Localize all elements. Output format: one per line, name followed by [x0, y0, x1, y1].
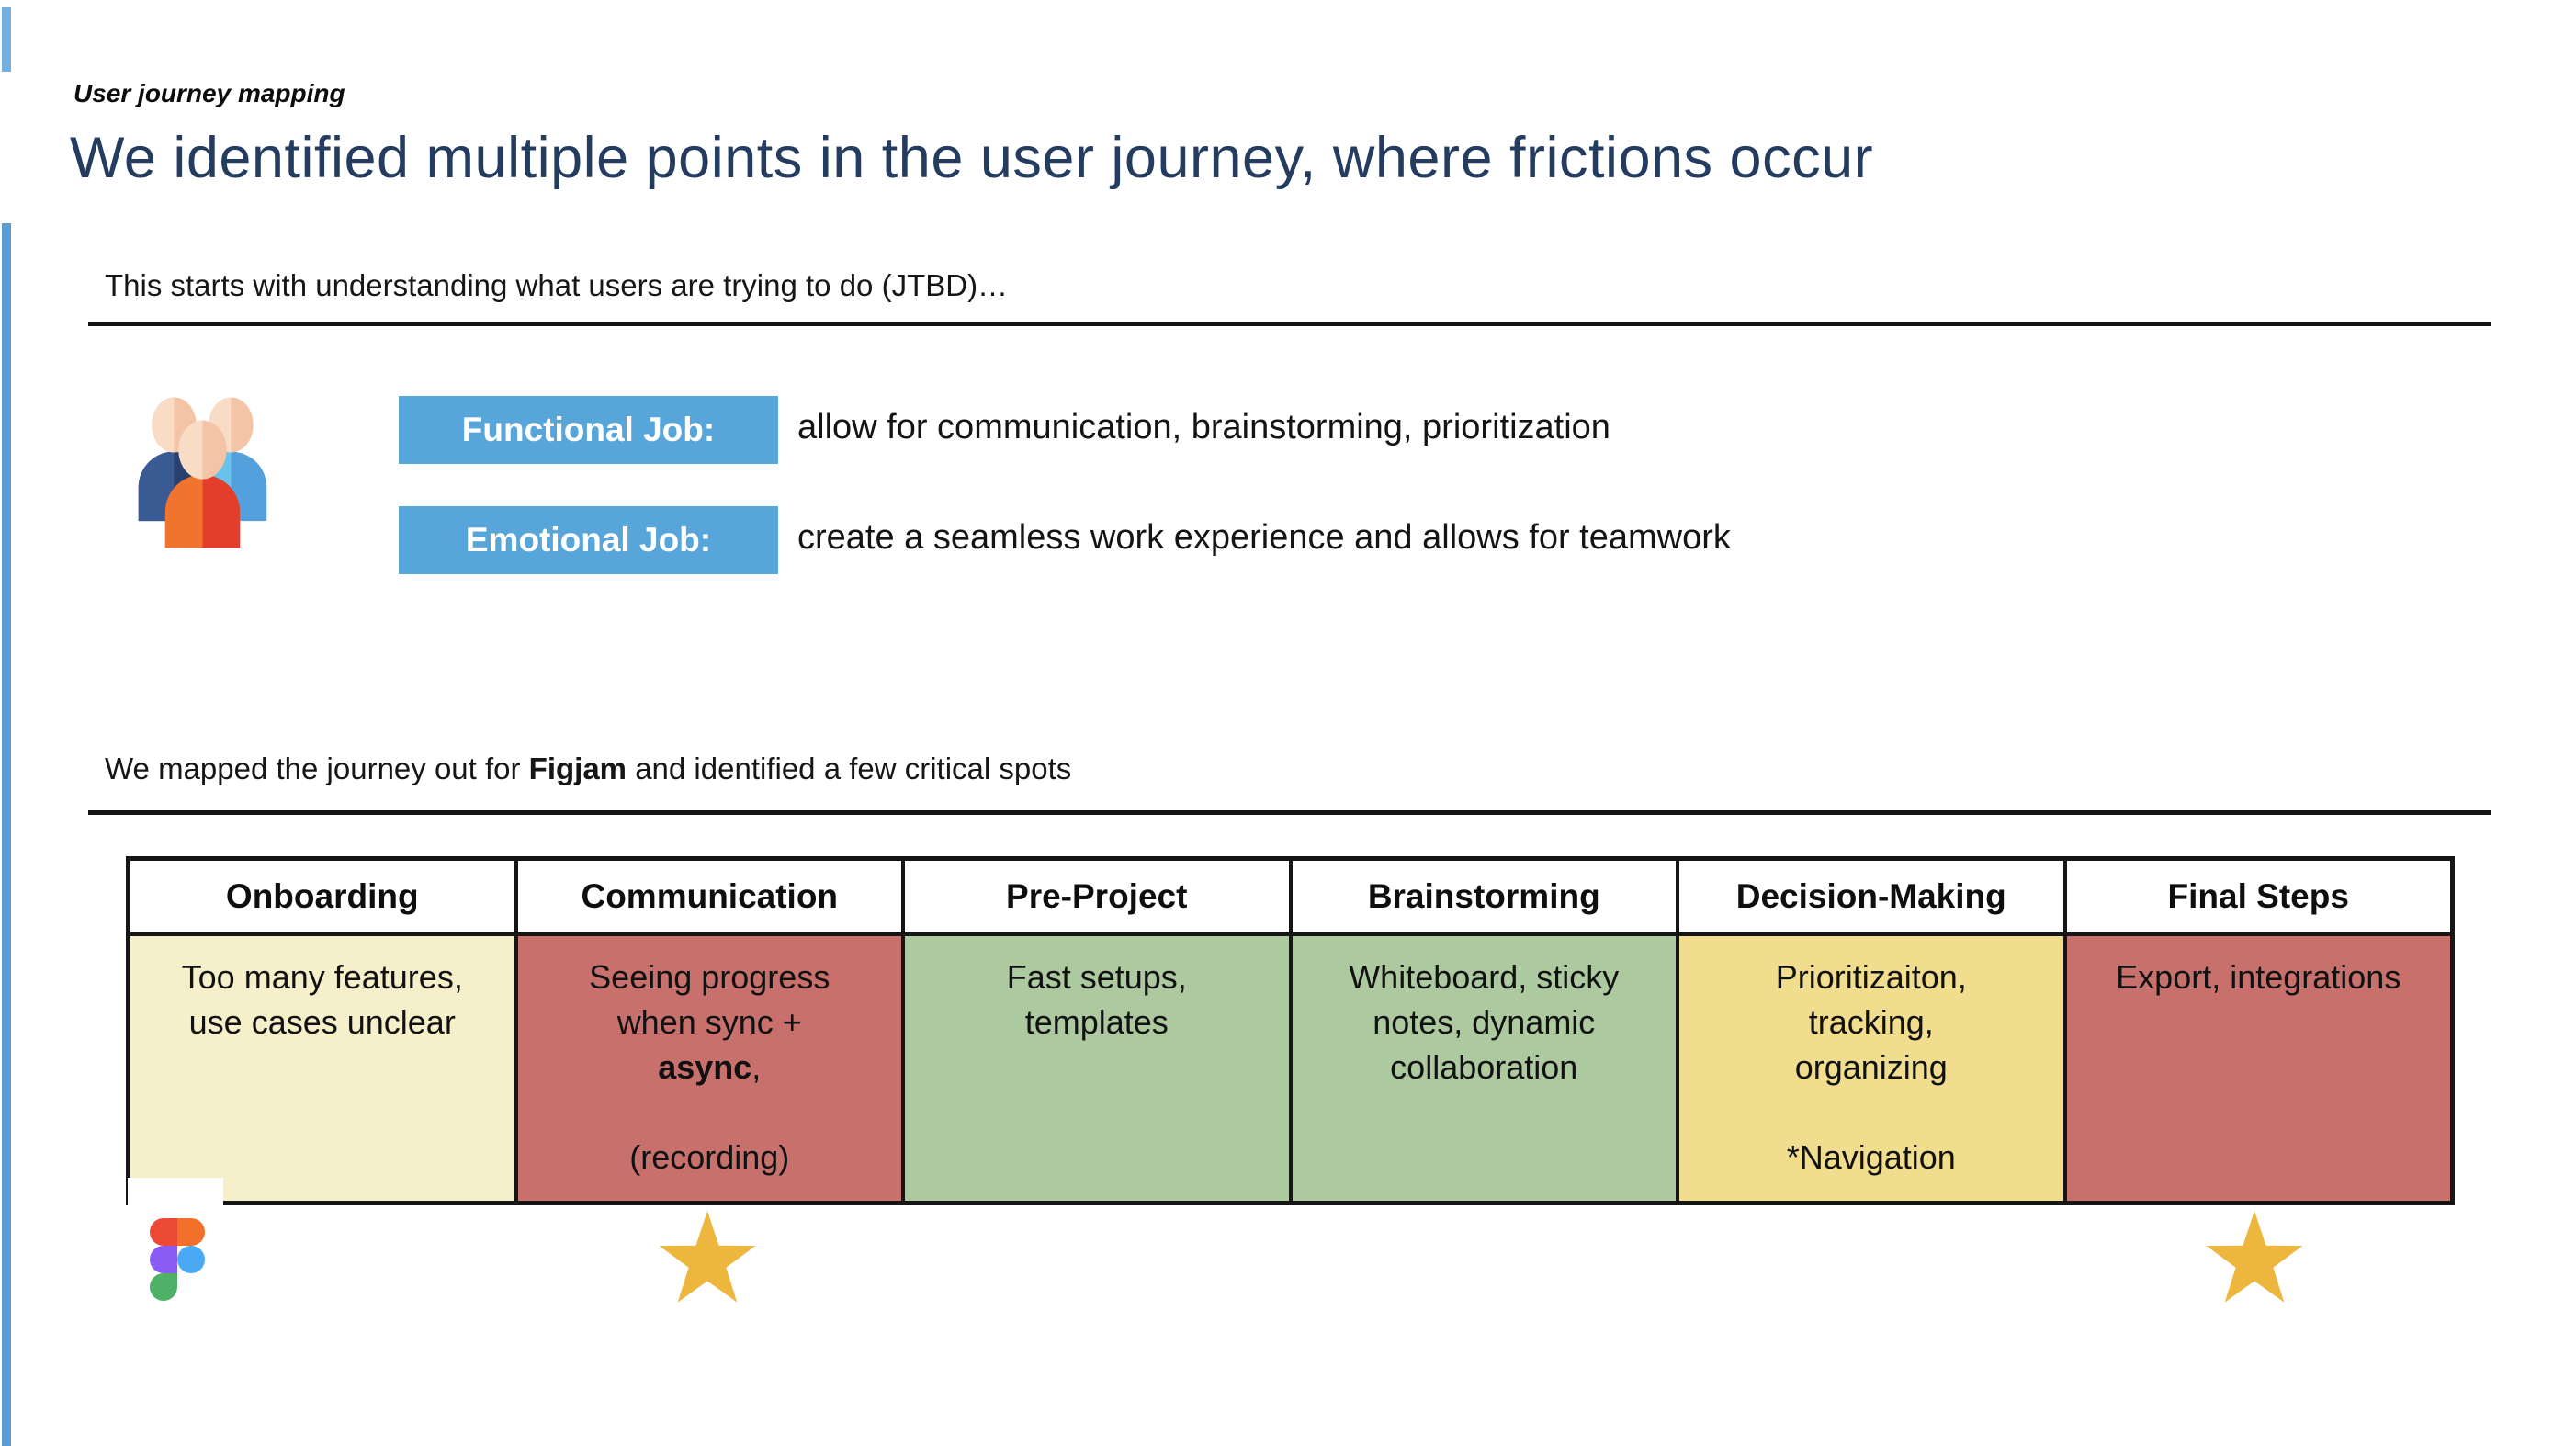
team-icon [138, 397, 267, 548]
journey-intro-text: We mapped the journey out for Figjam and… [105, 751, 1072, 785]
section-divider-top [88, 322, 2491, 326]
slide-title: We identified multiple points in the use… [70, 126, 1874, 190]
section-divider-bottom [88, 810, 2491, 815]
left-accent-bar-top [2, 7, 11, 72]
stage-cell-pre-project: Fast setups,templates [903, 934, 1291, 1203]
stage-header-final-steps: Final Steps [2064, 859, 2452, 934]
stage-header-decision-making: Decision-Making [1678, 859, 2065, 934]
figma-icon [150, 1218, 205, 1301]
slide-category-label: User journey mapping [73, 79, 345, 107]
stage-header-onboarding: Onboarding [129, 859, 516, 934]
stage-header-brainstorming: Brainstorming [1290, 859, 1678, 934]
stage-header-pre-project: Pre-Project [903, 859, 1291, 934]
emotional-job-description: create a seamless work experience and al… [797, 518, 1731, 557]
functional-job-description: allow for communication, brainstorming, … [797, 408, 1610, 446]
stage-header-communication: Communication [515, 859, 903, 934]
left-accent-bar [2, 223, 11, 1446]
table-border-gap [128, 1178, 223, 1209]
jtbd-intro-text: This starts with understanding what user… [105, 268, 1009, 302]
stage-cell-final-steps: Export, integrations [2064, 934, 2452, 1203]
star-icon-final-steps [2206, 1211, 2303, 1303]
functional-job-badge: Functional Job: [399, 396, 778, 464]
stage-cell-onboarding: Too many features,use cases unclear [129, 934, 516, 1203]
stage-cell-decision-making: Prioritizaiton,tracking,organizing *Navi… [1678, 934, 2065, 1203]
star-icon-communication [659, 1211, 756, 1303]
emotional-job-badge: Emotional Job: [399, 506, 778, 574]
